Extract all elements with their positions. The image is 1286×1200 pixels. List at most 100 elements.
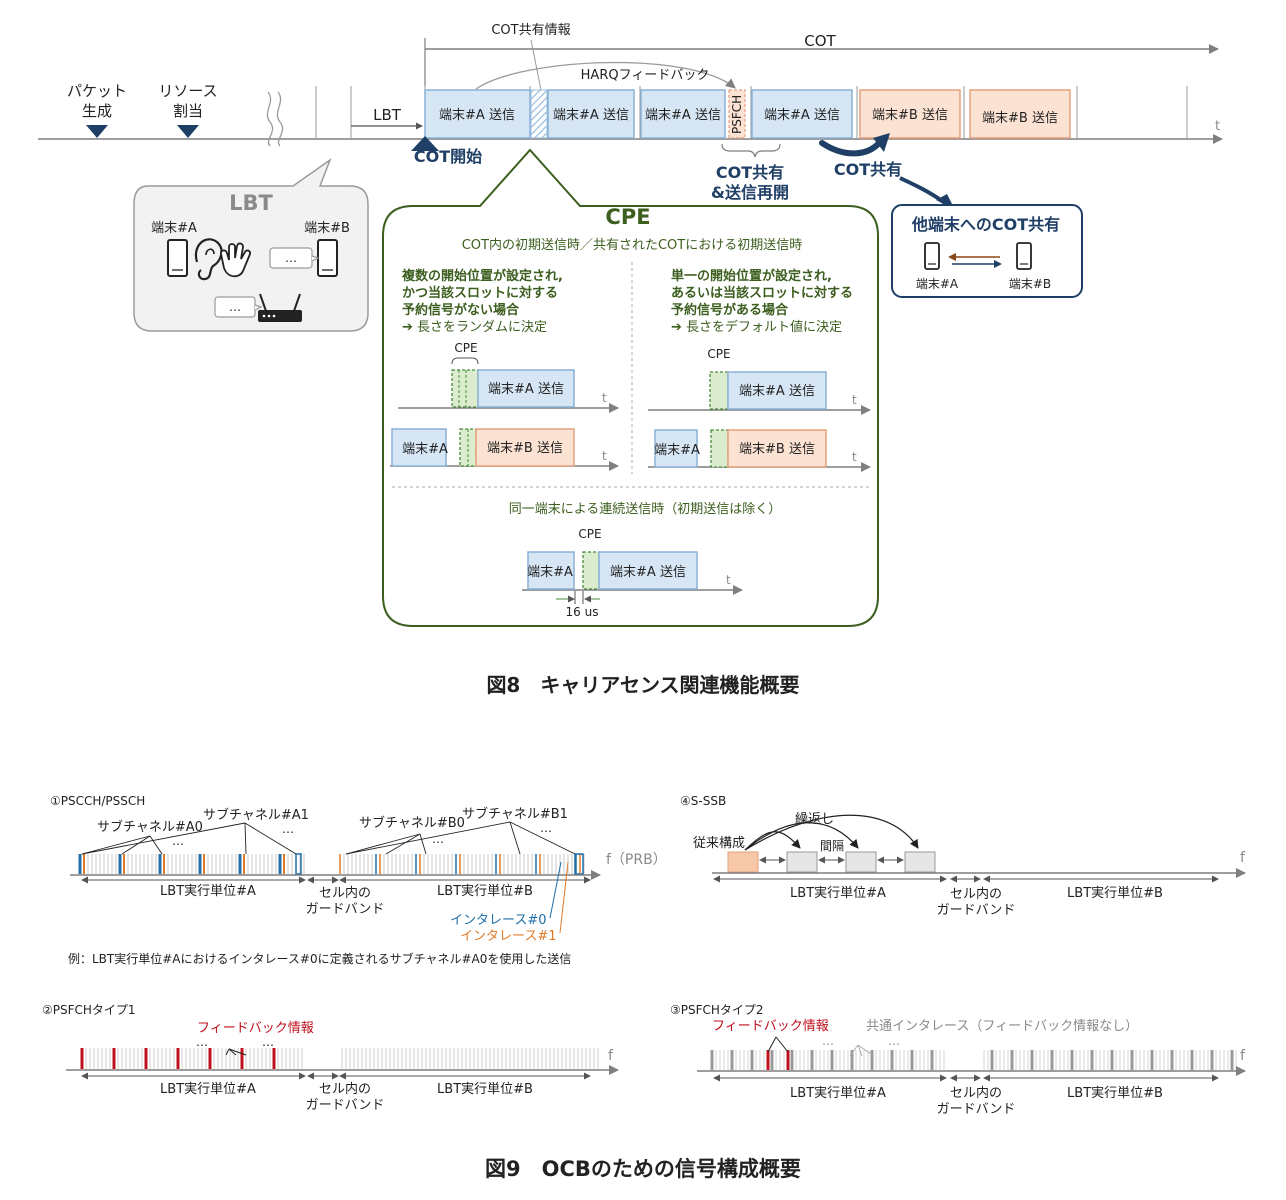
p1-subchannel-b1: サブチャネル#B1	[462, 806, 568, 822]
cpe-left-tx-a	[477, 369, 575, 408]
ear-icon	[194, 238, 223, 281]
cpe-bottom-block	[582, 551, 600, 590]
p1-il0-pointer	[549, 861, 562, 919]
p3-guard-2: ガードバンド	[937, 1102, 1016, 1117]
p1-prb-grid	[78, 853, 585, 875]
p4-lbt-b: LBT実行単位#B	[1067, 885, 1163, 901]
cpe-left-line-2: かつ当該スロットに対する	[402, 285, 558, 301]
harq-arc	[475, 61, 736, 90]
fan-line	[81, 822, 246, 855]
cpe-right-block	[709, 371, 729, 410]
p1-subchannel-a1: サブチャネル#A1	[203, 807, 309, 823]
cot-share-resume-label-1: COT共有	[716, 163, 784, 182]
cot-start-label: COT開始	[414, 147, 482, 166]
p3-dots-2: …	[888, 1034, 900, 1048]
fan-line	[244, 822, 297, 855]
share-ue-b-label: 端末#B	[1009, 277, 1051, 291]
prb-highlight-b	[574, 853, 584, 875]
p3-lbt-b: LBT実行単位#B	[1067, 1085, 1163, 1101]
tx-block-b2-label: 端末#B 送信	[982, 111, 1058, 126]
p4-conventional: 従来構成	[693, 836, 745, 851]
p4-interval: 間隔	[820, 839, 844, 853]
cpe-left-axis-t2: t	[602, 449, 607, 463]
cpe-right-tx-b-label: 端末#B 送信	[739, 442, 815, 457]
router-icon	[258, 293, 302, 322]
cpe-left-line-3: 予約信号がない場合	[402, 302, 520, 318]
p3-axis-label: f	[1240, 1048, 1246, 1064]
speech-dots-b: …	[285, 251, 297, 265]
p1-interlace-1: インタレース#1	[460, 929, 557, 944]
cpe-bottom-ue-a-label: 端末#A	[527, 565, 573, 580]
p3-lbt-a: LBT実行単位#A	[790, 1085, 886, 1101]
p4-axis-label: f	[1240, 850, 1246, 866]
cot-share-info-pointer	[530, 39, 542, 91]
tx-block-a1	[424, 89, 531, 139]
tx-block-b1-label: 端末#B 送信	[872, 108, 948, 123]
cpe-right-ue-a-label: 端末#A	[654, 443, 700, 458]
cpe-right-axis-t: t	[852, 393, 857, 407]
lbt-bubble: LBT 端末#A 端末#B … …	[133, 157, 369, 332]
share-phone-a-icon	[924, 242, 940, 270]
packet-label: パケット	[67, 82, 127, 100]
p1-subchannel-a0: サブチャネル#A0	[97, 819, 203, 835]
panel-psfch-type1: ②PSFCHタイプ1 フィードバック情報 … … f LBT実行単位#A セル内…	[42, 1003, 619, 1113]
share-ue-a-label: 端末#A	[916, 277, 959, 291]
lbt-bubble-title: LBT	[229, 191, 273, 215]
phone-a-icon	[167, 239, 188, 277]
fig8-timeline: t パケット 生成 リソース 割当 LBT COT	[38, 23, 1223, 210]
fan-line	[509, 821, 521, 855]
fan-line	[509, 821, 576, 855]
p4-title: ④S-SSB	[680, 794, 726, 808]
time-break-mark	[266, 91, 274, 147]
cpe-right-axis-t2: t	[852, 450, 857, 464]
cot-resume-bracket	[721, 143, 781, 158]
cpe-left-tx-a-label: 端末#A 送信	[488, 382, 564, 397]
cpe-left-line-4: ➔ 長さをランダムに決定	[402, 320, 547, 335]
resource-label: リソース	[158, 82, 217, 100]
cpe-bottom-tx-a	[598, 551, 698, 590]
fan-line	[419, 833, 427, 855]
p4-conventional-block	[727, 851, 759, 873]
lbt-bubble-ue-a: 端末#A	[151, 221, 197, 236]
cpe-panel-shape	[382, 148, 879, 627]
lbt-bubble-ue-b: 端末#B	[304, 221, 350, 236]
p3-feedback: フィードバック情報	[712, 1019, 829, 1034]
cpe-right-label: CPE	[707, 347, 730, 361]
tx-block-a1-label: 端末#A 送信	[439, 108, 515, 123]
p1-title: ①PSCCH/PSSCH	[50, 794, 145, 808]
resource-label-2: 割当	[173, 102, 203, 120]
psfch-label: PSFCH	[730, 95, 744, 134]
cot-start-marker	[411, 136, 439, 151]
p3-guard-1: セル内の	[950, 1085, 1002, 1101]
p4-guard-2: ガードバンド	[937, 903, 1016, 918]
cpe-left-tx-b-label: 端末#B 送信	[487, 441, 563, 456]
cpe-panel-subtitle: COT内の初期送信時／共有されたCOTにおける初期送信時	[462, 237, 803, 253]
p3-prb-bars	[710, 1050, 1237, 1070]
fig9-caption: 図9 OCBのための信号構成概要	[485, 1157, 801, 1181]
p2-dots-1: …	[196, 1035, 208, 1049]
fig8-caption: 図8 キャリアセンス関連機能概要	[486, 673, 799, 697]
p2-dots-2: …	[262, 1035, 274, 1049]
tx-block-a4	[751, 89, 853, 139]
p2-prb-bars	[80, 1048, 599, 1069]
cpe-right-block-2	[710, 429, 729, 468]
cpe-right-line-2: あるいは当該スロットに対する	[671, 285, 853, 301]
fan-line	[149, 835, 163, 855]
cpe-left-axis-t: t	[602, 391, 607, 405]
p4-repeat-block-1	[786, 851, 818, 873]
p2-feedback: フィードバック情報	[197, 1021, 314, 1036]
cpe-right-ue-a	[654, 429, 698, 468]
cot-share-info-label: COT共有情報	[491, 23, 570, 38]
p1-lbt-a: LBT実行単位#A	[160, 883, 256, 899]
p1-dots-1: …	[172, 834, 184, 848]
p4-repeat-arc-2	[744, 822, 859, 851]
cpe-panel-title: CPE	[605, 205, 650, 229]
harq-label: HARQフィードバック	[581, 68, 710, 83]
tx-block-b2	[969, 89, 1071, 139]
lbt-bubble-shape	[133, 157, 369, 332]
cpe-left-line-1: 複数の開始位置が設定され,	[401, 268, 563, 284]
prb-highlight-a	[295, 853, 302, 875]
tx-block-a3-label: 端末#A 送信	[645, 108, 721, 123]
fan-line	[244, 822, 247, 855]
